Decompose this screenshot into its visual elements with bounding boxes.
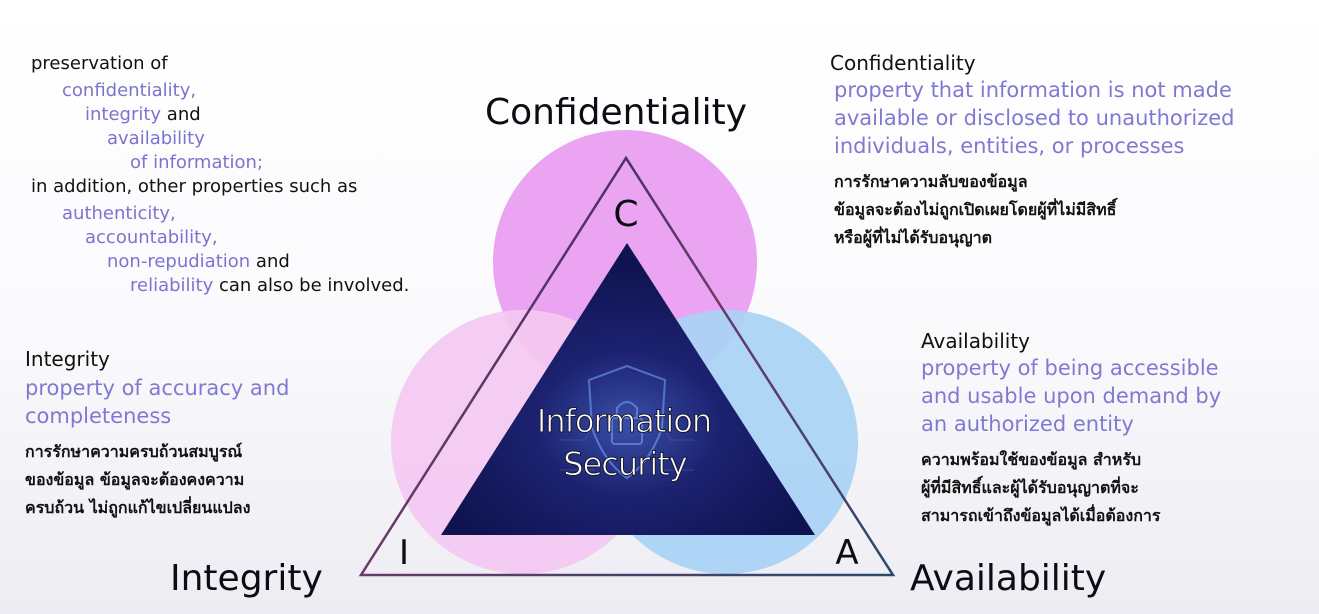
integrity-thai-line: ของข้อมูล ข้อมูลจะต้องคงความ [25,470,245,489]
availability-definition-line: an authorized entity [921,412,1134,436]
integrity-description: Integrity property of accuracy and compl… [25,346,289,522]
outer-triangle [358,155,896,577]
center-title-line1: Information [537,402,711,440]
corner-letter-i: I [399,533,409,573]
definition-line: confidentiality, [62,80,197,101]
availability-thai-line: ผู้ที่มีสิทธิ์และผู้ได้รับอนุญาตที่จะ [921,478,1139,497]
definition-line: of information; [130,152,264,173]
confidentiality-thai-line: การรักษาความลับของข้อมูล [834,172,1028,191]
definition-line: preservation of [31,53,168,74]
corner-letter-a: A [835,533,858,573]
center-title-line2: Security [563,445,686,483]
availability-description: Availability property of being accessibl… [921,328,1221,530]
definition-connector: can also be involved. [213,275,410,296]
definition-line: authenticity, [62,203,176,224]
integrity-heading: Integrity [25,347,110,371]
availability-definition-line: property of being accessible [921,356,1219,380]
definition-term: reliability [130,275,214,296]
center-triangle [441,243,815,535]
confidentiality-heading: Confidentiality [830,51,976,75]
corner-letter-c: C [613,194,638,235]
definition-term: integrity [85,104,162,125]
definition-line: integrity and [85,103,201,127]
definition-line: in addition, other properties such as [31,176,358,197]
confidentiality-definition-line: available or disclosed to unauthorized [834,106,1235,130]
definition-term: non-repudiation [107,251,251,272]
integrity-thai-line: การรักษาความครบถ้วนสมบูรณ์ [25,442,243,461]
definition-line: availability [107,128,205,149]
integrity-definition-line: property of accuracy and [25,376,290,400]
circuit-lines-icon [560,429,694,471]
integrity-thai-line: ครบถ้วน ไม่ถูกแก้ไขเปลี่ยนแปลง [25,498,251,517]
definition-connector: and [250,251,290,272]
definition-line: non-repudiation and [107,250,290,274]
definition-line: accountability, [85,227,218,248]
confidentiality-thai-line: ข้อมูลจะต้องไม่ถูกเปิดเผยโดยผู้ที่ไม่มีส… [834,200,1117,219]
confidentiality-definition-line: individuals, entities, or processes [834,134,1185,158]
integrity-definition-line: completeness [25,404,172,428]
confidentiality-definition-line: property that information is not made [834,78,1232,102]
confidentiality-thai-line: หรือผู้ที่ไม่ได้รับอนุญาต [834,228,993,247]
definition-line: reliability can also be involved. [130,274,409,298]
availability-thai-line: สามารถเข้าถึงข้อมูลได้เมื่อต้องการ [921,506,1161,525]
definition-connector: and [161,104,201,125]
availability-thai-line: ความพร้อมใช้ของข้อมูล สำหรับ [921,450,1142,469]
availability-heading: Availability [921,329,1031,353]
availability-definition-line: and usable upon demand by [921,384,1222,408]
confidentiality-description: Confidentiality property that informatio… [830,50,1235,252]
shield-lock-icon [587,364,667,480]
diagram-label-confidentiality: Confidentiality [485,92,748,133]
diagram-label-integrity: Integrity [170,558,323,599]
diagram-label-availability: Availability [910,558,1107,599]
